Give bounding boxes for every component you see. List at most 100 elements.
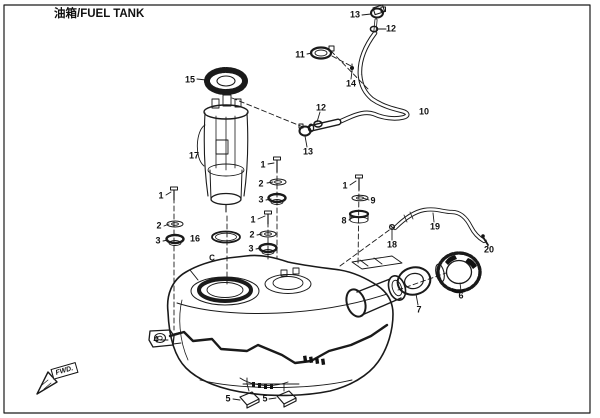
- pump-nub-3: [235, 99, 241, 107]
- mounting-tab-hole: [155, 334, 166, 343]
- tank-center-boss-inner: [273, 277, 303, 290]
- clamp-13-top: [371, 9, 383, 18]
- part-label-15: 15: [184, 74, 196, 85]
- part-label-5-left: 5: [225, 393, 231, 404]
- fuel-cap-inner-ring: [447, 261, 472, 284]
- pump-opening-inner: [207, 283, 243, 298]
- tank-top-left-step: [190, 270, 198, 280]
- rubber-pad-right: [277, 391, 296, 407]
- fuel-cap-shading: [445, 255, 477, 294]
- pump-canister-bottom: [211, 194, 241, 205]
- filler-neck-base-ring: [343, 287, 369, 319]
- tank-bottom-contour: [200, 380, 352, 388]
- filler-neck-bottom-line: [362, 298, 401, 315]
- pump-body-right: [244, 113, 248, 196]
- clamp-11-inner: [315, 50, 327, 56]
- part-label-2-b: 2: [249, 229, 255, 240]
- part-label-13-mid: 13: [302, 146, 314, 157]
- part-label-12-mid: 12: [315, 102, 327, 113]
- pads-bracket: [243, 378, 299, 391]
- grommet-3-c-base: [169, 241, 181, 246]
- mounting-tab: [149, 330, 174, 347]
- hose-10-top-stub-core: [375, 20, 376, 31]
- tank-boss-stud-2: [293, 268, 299, 274]
- tank-vent-ticks: [252, 355, 326, 389]
- grommet-3-c: [167, 235, 184, 243]
- tank-boss-stud: [281, 270, 287, 276]
- part-label-13-top: 13: [349, 9, 361, 20]
- part-label-11: 11: [295, 49, 305, 60]
- part-label-1-c: 1: [158, 190, 164, 201]
- figure-border: [4, 5, 590, 413]
- tank-top-front-edge: [177, 294, 387, 314]
- clamp-11: [311, 48, 331, 59]
- part-label-3-a: 3: [258, 194, 264, 205]
- top-fitting-block: [373, 5, 385, 15]
- part-label-1-b: 1: [250, 214, 256, 225]
- part-label-2-a: 2: [258, 178, 264, 189]
- part-label-16: 16: [189, 233, 201, 244]
- hose-19-fitting-ticks: [404, 212, 413, 222]
- screw-18: [390, 225, 395, 230]
- washer-2-c-hole: [172, 223, 179, 226]
- part-label-10: 10: [418, 106, 430, 117]
- clamp-13-mid: [300, 127, 311, 136]
- pump-lock-ring-edge: [207, 70, 245, 92]
- part-label-14: 14: [345, 78, 357, 89]
- clamp-13-mid-screw: [299, 124, 303, 128]
- tank-right-platform: [352, 256, 402, 269]
- washer-2-a-hole: [275, 181, 282, 184]
- clamp-13-top-screw: [381, 7, 386, 12]
- part-label-17: 17: [188, 150, 200, 161]
- part-label-2-c: 2: [156, 220, 162, 231]
- pump-lock-ring-skirt: [208, 85, 244, 92]
- nut-8-bottom: [350, 217, 368, 223]
- pump-lock-ring-inner: [217, 76, 235, 86]
- leader-lines: [160, 14, 488, 400]
- hose-10-core: [339, 33, 407, 122]
- pump-body-tubes: [216, 116, 235, 170]
- part-label-3-c: 3: [155, 235, 161, 246]
- tank-center-boss-outer: [265, 275, 311, 294]
- pump-canister-top: [208, 164, 244, 176]
- pump-nub-2: [223, 95, 231, 106]
- part-label-4: 4: [153, 334, 159, 345]
- washer-9: [352, 195, 368, 201]
- part-label-7: 7: [416, 304, 422, 315]
- filler-gasket-inner: [403, 271, 425, 290]
- assembly-dashed-lines: [174, 51, 446, 330]
- part-label-6: 6: [458, 290, 464, 301]
- pump-side-bracket: [197, 125, 205, 166]
- part-label-1-a: 1: [260, 159, 266, 170]
- screw-18-slot: [390, 225, 394, 229]
- fuel-cap-flange: [434, 263, 446, 282]
- part-label-18: 18: [386, 239, 398, 250]
- washer-2-a: [270, 179, 286, 185]
- page-title: 油箱/FUEL TANK: [54, 8, 145, 20]
- clip-12-mid: [314, 121, 322, 127]
- part-label-20: 20: [483, 244, 495, 255]
- mounting-tab-attach: [173, 332, 181, 344]
- pump-window: [216, 140, 228, 154]
- part-label-12-top: 12: [385, 23, 397, 34]
- filler-neck-top-line: [357, 279, 390, 292]
- pump-oring-inner: [216, 233, 237, 241]
- part-label-3-b: 3: [248, 243, 254, 254]
- rubber-pad-left: [240, 392, 259, 408]
- tank-outline: [168, 255, 393, 395]
- part-label-5-right: 5: [262, 393, 268, 404]
- part-label-1-d: 1: [342, 180, 348, 191]
- tank-weld-seam: [170, 325, 387, 363]
- part-label-9: 9: [370, 195, 376, 206]
- pump-nub-1: [212, 99, 219, 108]
- section-marker-c: C: [209, 253, 215, 263]
- washer-2-c: [167, 221, 183, 227]
- filler-gasket-outer: [395, 264, 434, 298]
- hose-19-core: [395, 209, 484, 241]
- pump-canister-sides: [210, 170, 242, 200]
- tank-bottom-band: [240, 378, 288, 385]
- filler-neck-mouth: [390, 279, 404, 297]
- part-label-8: 8: [341, 215, 347, 226]
